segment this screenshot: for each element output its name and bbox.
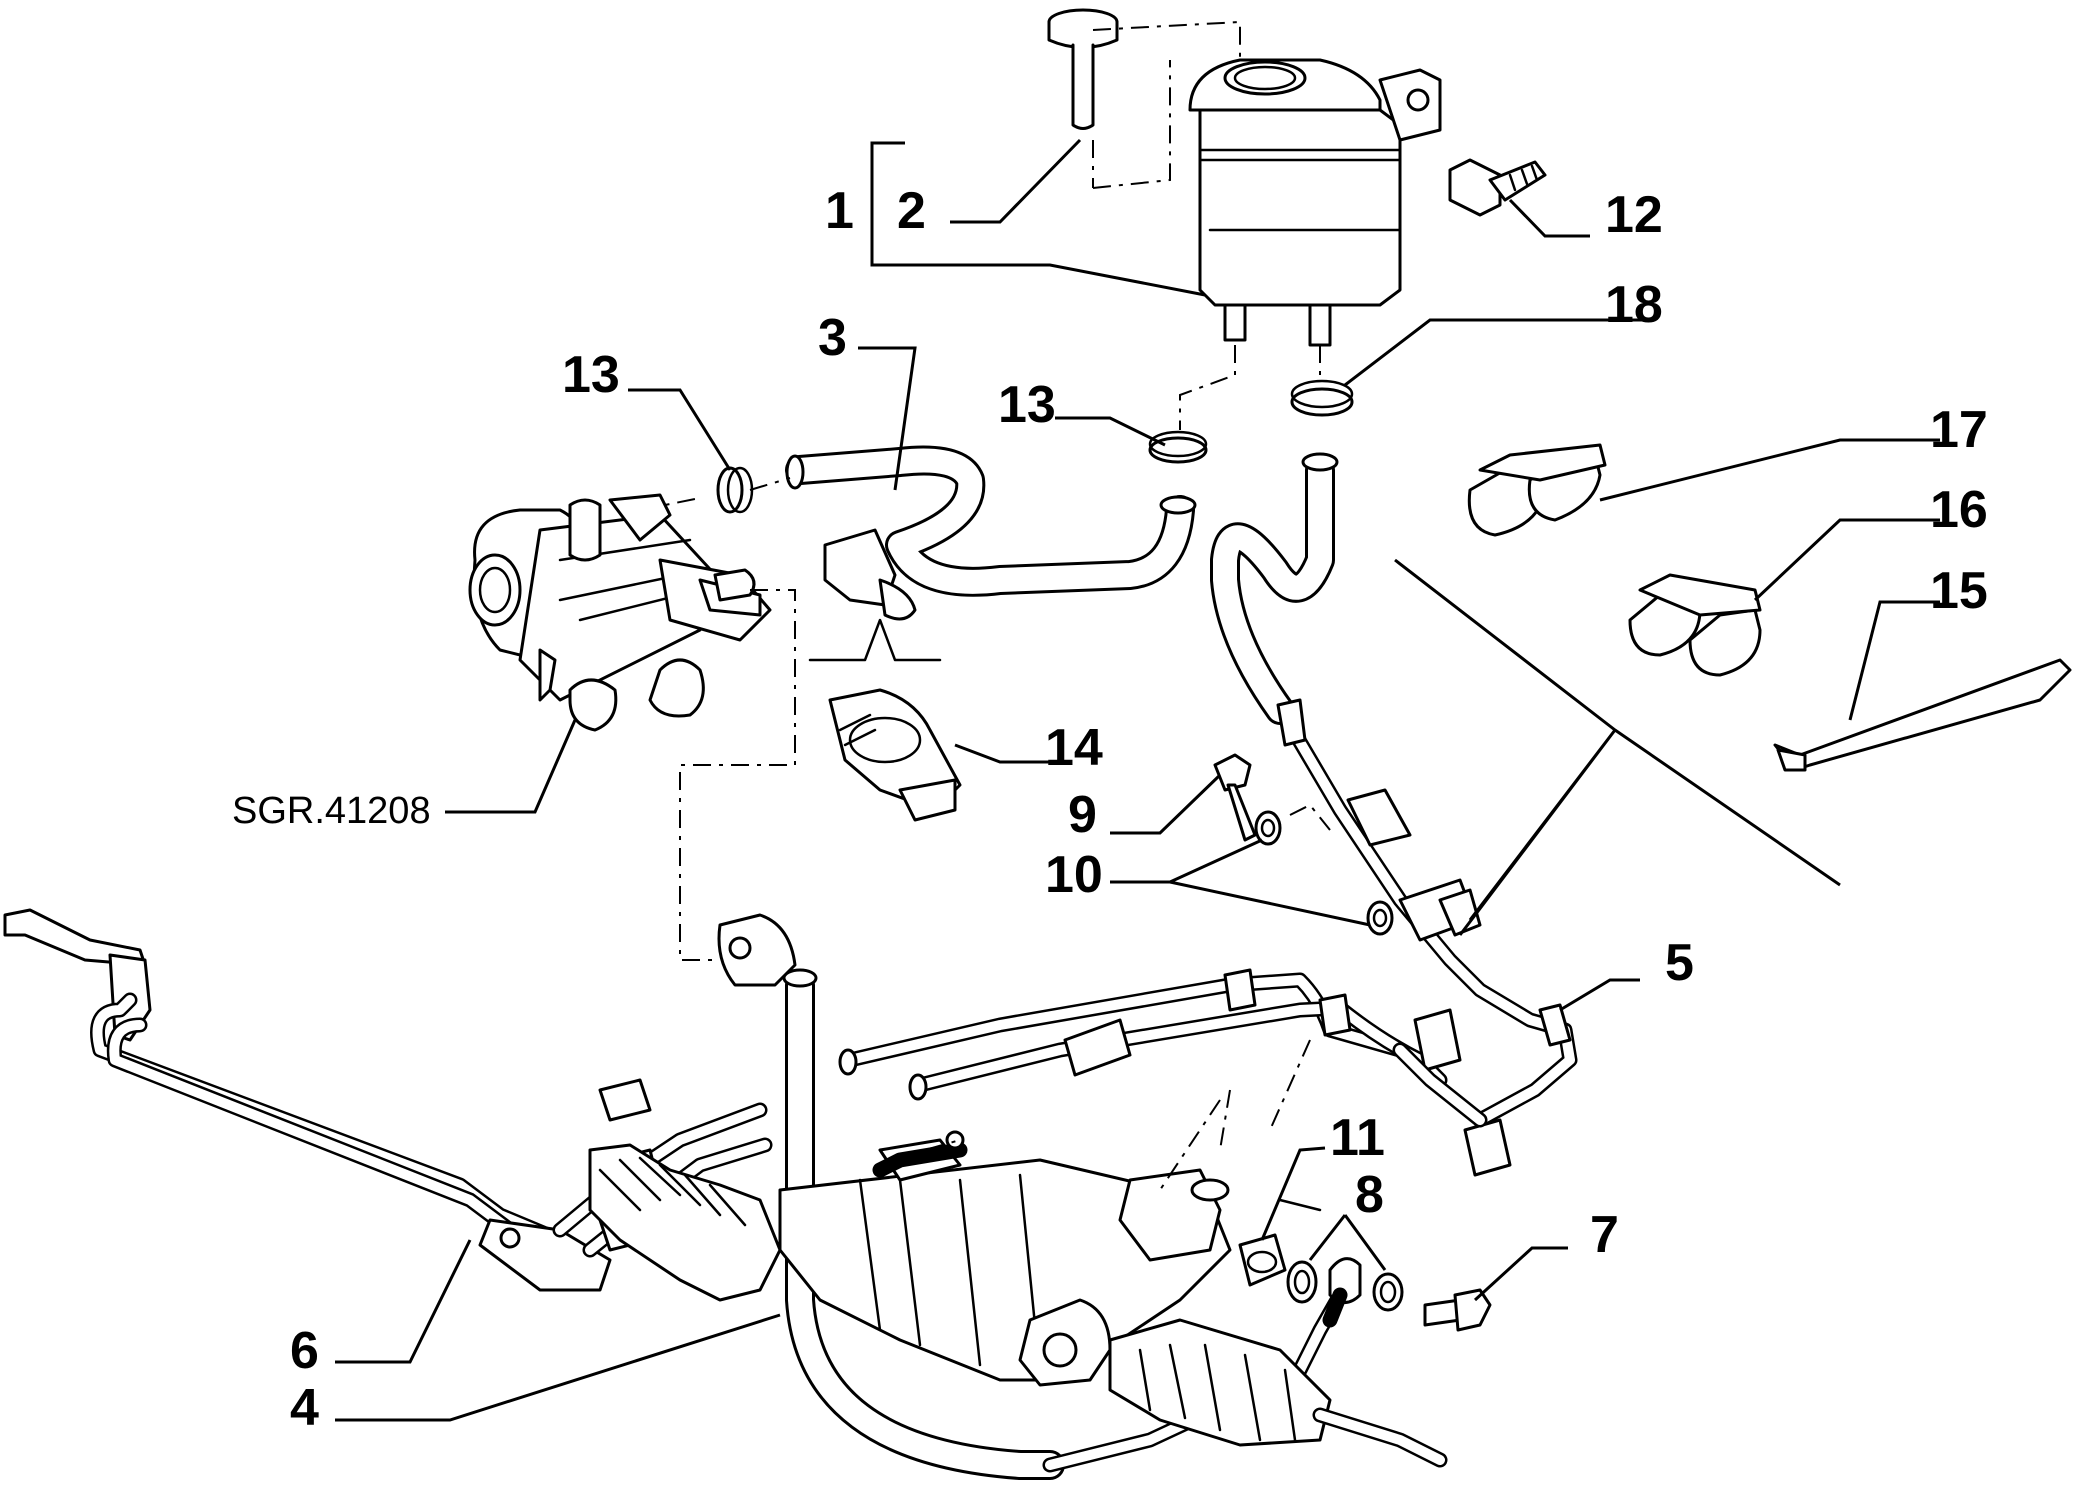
leader-13-right [1055,416,1166,447]
callout-9: 9 [1068,786,1097,844]
banjo-bolt [1423,1288,1492,1332]
leader-13-left [628,388,732,471]
leader-2 [950,138,1082,224]
rack-feed-lines [838,968,1488,1128]
leader-8 [1308,1214,1387,1271]
copper-washer-10b [1366,900,1394,936]
callout-18: 18 [1605,276,1663,334]
callout-14: 14 [1045,719,1103,777]
sealing-washer-8b [1372,1272,1404,1312]
leader-16 [1753,518,1940,602]
leader-15 [1848,600,1940,721]
leader-5 [1559,978,1640,1012]
leader-10 [1110,838,1371,927]
leader-6 [335,1239,472,1364]
callout-6: 6 [290,1322,319,1380]
fluid-reservoir [1188,58,1442,347]
leader-9 [1110,773,1222,835]
reservoir-bolt [1448,158,1547,217]
leader-18 [1344,318,1645,387]
leader-11 [1260,1146,1326,1241]
callout-13-right: 13 [998,376,1056,434]
hose-clamp-13-upper [1148,430,1208,464]
pressure-hose [1210,452,1578,1177]
callout-13-left: 13 [562,346,620,404]
reference-code: SGR.41208 [232,790,431,832]
pipe-clip-16 [1628,573,1762,677]
leader-12 [1508,198,1590,238]
leader-3 [858,346,917,491]
leader-ref-code [445,719,577,814]
leader-14 [954,743,1070,764]
callout-3: 3 [818,309,847,367]
callout-17: 17 [1930,401,1988,459]
bleed-fitting [1238,1233,1287,1287]
reservoir-cap [1047,8,1119,130]
callout-16: 16 [1930,481,1988,539]
callout-1: 1 [825,182,854,240]
pipe-union-bolt [1213,753,1257,842]
hose-clamp-13-pump [716,466,754,514]
return-hose [785,445,1197,621]
copper-washer-10a [1254,810,1282,846]
leader-1 [870,141,1206,297]
hose-clamp-18 [1290,379,1354,417]
callout-8: 8 [1355,1166,1384,1224]
cable-tie [1773,658,2072,772]
pipe-clip-17 [1467,443,1607,537]
callout-7: 7 [1590,1206,1619,1264]
sealing-washer-8a [1286,1260,1318,1304]
power-steering-pump [468,493,772,732]
leader-17 [1599,438,1940,502]
callout-11: 11 [1330,1109,1385,1167]
leader-4 [335,1313,781,1422]
callout-15: 15 [1930,562,1988,620]
hose-bracket [828,688,962,822]
callout-10: 10 [1045,846,1103,904]
leader-7 [1473,1246,1568,1302]
callout-5: 5 [1665,934,1694,992]
callout-12: 12 [1605,186,1663,244]
callout-2: 2 [897,182,926,240]
callout-4: 4 [290,1379,319,1437]
steering-rack [588,1078,1448,1468]
banjo-union [1322,1257,1362,1328]
